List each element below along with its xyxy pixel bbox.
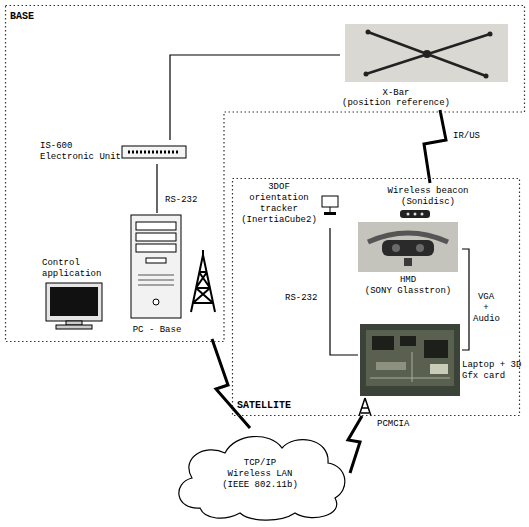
hmd-lens <box>416 244 424 252</box>
connector <box>376 362 406 370</box>
board-trace <box>412 352 413 382</box>
unit-panel <box>128 151 180 154</box>
x-bar-end <box>488 32 493 37</box>
beacon-dot <box>421 213 424 216</box>
x-bar-photo <box>345 24 508 82</box>
region-outline <box>6 6 525 342</box>
circuit-board <box>366 330 454 386</box>
wireless-bolt <box>212 339 250 428</box>
device-label: Wireless beacon <box>378 186 478 197</box>
pc-tower <box>131 215 181 318</box>
antenna-lattice <box>359 398 371 416</box>
device-label: X-Bar <box>340 88 452 99</box>
card-slot <box>430 364 448 374</box>
chip <box>372 336 394 350</box>
hmd-nose <box>404 258 412 266</box>
device-label: PC - Base <box>128 325 186 336</box>
region-title: BASE <box>10 11 70 23</box>
tracker-stem <box>330 207 331 212</box>
floppy-slot <box>146 258 166 263</box>
monitor <box>46 283 102 329</box>
hmd-visor <box>382 240 434 256</box>
wireless-beacon: Wireless beacon(Sonidisc) <box>378 183 480 220</box>
device-label: (SONY Glasstron) <box>356 286 460 297</box>
base-antenna <box>191 250 215 312</box>
power-button <box>153 299 159 305</box>
device-label: HMD <box>356 275 460 286</box>
cable-line <box>462 249 469 350</box>
position-reference: X-Bar(position reference) <box>340 22 512 110</box>
monitor-foot <box>56 325 92 329</box>
laptop: Laptop + 3D Gfx card <box>358 322 462 416</box>
monitor-screen <box>50 287 98 316</box>
x-bar-hub <box>423 50 431 58</box>
board-trace <box>370 378 450 379</box>
vent-line <box>138 275 174 276</box>
control-monitor: Control application <box>42 258 110 330</box>
monitor-case <box>46 283 102 321</box>
network-cloud: TCP/IP Wireless LAN (IEEE 802.11b) <box>170 428 350 522</box>
beacon-dot <box>414 213 417 216</box>
photo-ground <box>360 324 460 396</box>
beacon-body <box>400 210 430 218</box>
device-label: TCP/IP Wireless LAN (IEEE 802.11b) <box>221 458 299 491</box>
x-bar-end <box>366 30 371 35</box>
device-label: Laptop + 3D Gfx card <box>462 360 524 382</box>
orientation-tracker: 3DOF orientation tracker(InertiaCube2) <box>238 182 340 228</box>
is600-unit <box>122 146 186 158</box>
x-bar-arm <box>366 34 490 74</box>
head-mounted-display: HMD(SONY Glasstron) <box>356 221 462 301</box>
beacon <box>400 210 430 218</box>
tower-case <box>131 215 181 318</box>
drive-bay <box>136 233 176 241</box>
monitor-neck <box>66 321 82 325</box>
cloud-outline <box>179 437 345 521</box>
unit-case <box>122 146 186 158</box>
drive-bay <box>136 222 176 230</box>
beacon-dot <box>407 213 410 216</box>
signal-label: VGA + Audio <box>472 292 500 325</box>
device-label: IS-600 Electronic Unit <box>40 141 126 163</box>
device-label: (InertiaCube2) <box>238 215 320 226</box>
hmd-photo <box>358 222 458 272</box>
signal-label: RS-232 <box>284 293 318 304</box>
chip <box>424 340 448 358</box>
signal-label: RS-232 <box>164 195 198 206</box>
x-bar-end <box>364 72 369 77</box>
antenna-lattice <box>191 250 215 312</box>
laptop-photo <box>360 324 460 396</box>
vent-line <box>138 285 174 286</box>
tracker-foot <box>324 212 336 215</box>
photo-ground <box>345 24 508 82</box>
device-label: 3DOF orientation tracker <box>238 182 320 215</box>
cable-line <box>156 164 157 213</box>
base-computer: PC - Base <box>128 213 220 339</box>
x-bar-end <box>484 74 489 79</box>
orientation-tracker <box>322 196 338 215</box>
vent-line <box>138 280 174 281</box>
interface-label: PCMCIA <box>376 419 410 430</box>
signal-label: IR/US <box>452 131 481 142</box>
drive-bay <box>136 244 176 252</box>
photo-ground <box>358 222 458 272</box>
wireless-bolt <box>348 416 362 473</box>
electronic-unit: IS-600 Electronic Unit <box>38 140 188 164</box>
satellite-antenna <box>359 398 371 416</box>
cable-line <box>170 55 340 140</box>
hmd-lens <box>392 244 400 252</box>
tracker-cube <box>322 196 338 207</box>
x-bar-arm <box>368 32 486 76</box>
device-label: (position reference) <box>340 98 452 109</box>
device-label: (Sonidisc) <box>378 197 478 208</box>
cable-line <box>330 228 358 355</box>
device-label: Control application <box>42 258 108 280</box>
chip <box>400 336 416 346</box>
wireless-bolt <box>424 110 446 183</box>
region-title: SATELLITE <box>237 400 317 412</box>
